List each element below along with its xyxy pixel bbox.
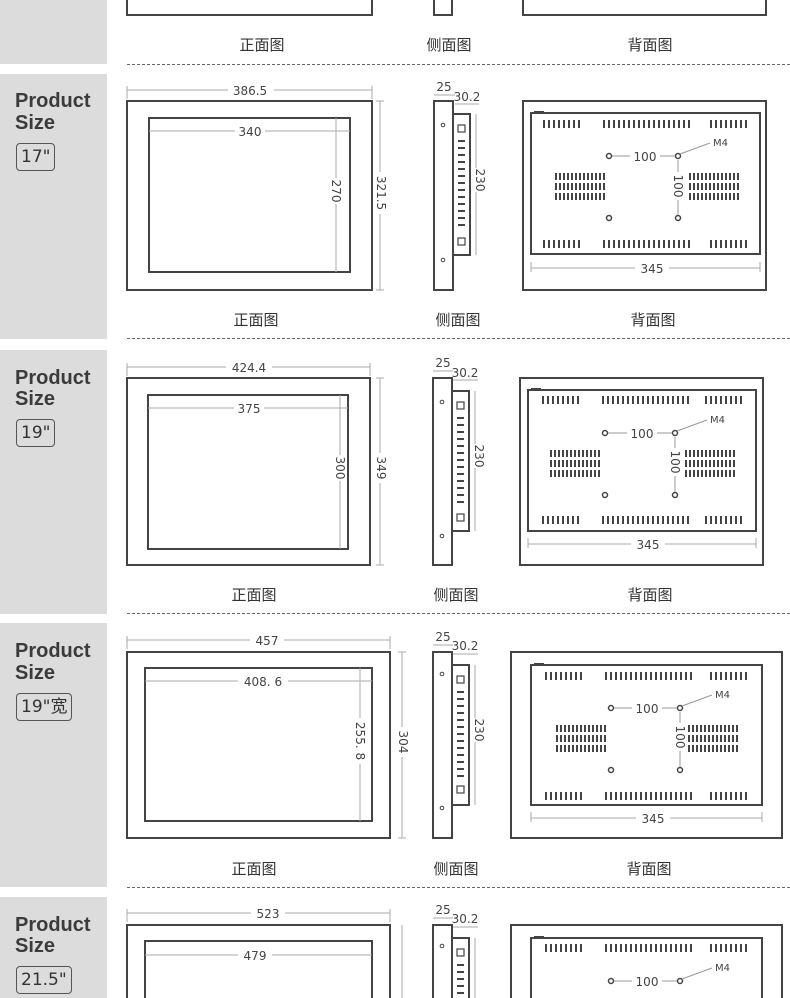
vesa-h-dim: 100 — [636, 975, 659, 989]
back-width-dim: 345 — [637, 538, 660, 552]
vesa-v-dim: 100 — [671, 175, 685, 198]
section-divider — [127, 64, 790, 65]
front-view-label: 正面图 — [231, 586, 277, 604]
sidebar-block-19wide — [0, 623, 107, 887]
vesa-h-dim: 100 — [636, 702, 659, 716]
sidebar-block-17 — [0, 74, 107, 339]
inner-width-dim: 479 — [244, 949, 267, 963]
product-title: Product — [15, 914, 91, 936]
outer-height-dim: 349 — [374, 457, 388, 480]
side-view-drawing: 25 30.2 — [432, 903, 479, 998]
product-title-size: Size — [15, 662, 56, 684]
depth-total-dim: 25 — [435, 356, 450, 370]
outer-height-dim: 321.5 — [374, 176, 388, 210]
inner-width-dim: 375 — [238, 402, 261, 416]
depth-body-dim: 30.2 — [454, 90, 481, 104]
screw-label: M4 — [715, 690, 730, 701]
size-badge: 19" — [16, 419, 56, 447]
front-view-drawing: 457 408. 6 255. 8 304 — [126, 632, 410, 839]
back-view-label: 背面图 — [627, 586, 673, 604]
back-view-drawing: 100 M4 100 345 — [522, 100, 767, 291]
port-span-dim: 230 — [473, 169, 487, 192]
screw-label: M4 — [713, 138, 728, 149]
side-view-label: 侧面图 — [433, 586, 479, 604]
side-view-drawing: 25 30.2 230 — [433, 80, 487, 291]
depth-body-dim: 30.2 — [452, 639, 479, 653]
back-width-dim: 345 — [642, 812, 665, 826]
product-title: Product — [15, 367, 91, 389]
depth-total-dim: 25 — [436, 80, 451, 94]
depth-body-dim: 30.2 — [452, 912, 479, 926]
section-divider — [127, 887, 790, 888]
inner-width-dim: 408. 6 — [244, 675, 282, 689]
back-view-label: 背面图 — [630, 311, 676, 329]
vesa-v-dim: 100 — [673, 726, 687, 749]
sidebar-block-21-5 — [0, 897, 107, 998]
screw-label: M4 — [715, 963, 730, 974]
drawing-section-19: 424.4 375 300 349 25 30.2 230 — [126, 356, 764, 566]
vesa-h-dim: 100 — [631, 427, 654, 441]
drawing-section-17: 386.5 340 270 321.5 25 30.2 — [126, 80, 767, 291]
vesa-v-dim: 100 — [668, 451, 682, 474]
back-view-drawing: 100 M4 100 345 — [519, 377, 764, 566]
drawing-section-21-5: 523 479 25 30.2 100 — [126, 903, 783, 998]
port-span-dim: 230 — [472, 445, 486, 468]
front-view-drawing: 424.4 375 300 349 — [126, 359, 388, 566]
sidebar-block-19 — [0, 350, 107, 614]
product-title-size: Size — [15, 935, 56, 957]
size-badge: 19"宽 — [16, 693, 73, 721]
outer-width-dim: 457 — [256, 634, 279, 648]
side-view-label: 侧面图 — [433, 860, 479, 878]
screw-label: M4 — [710, 415, 725, 426]
section-divider — [127, 613, 790, 614]
size-badge: 17" — [16, 143, 56, 171]
side-view-label: 侧面图 — [435, 311, 481, 329]
outer-width-dim: 523 — [257, 907, 280, 921]
side-view-drawing: 25 30.2 230 — [432, 356, 486, 566]
depth-total-dim: 25 — [435, 903, 450, 917]
outer-height-dim: 304 — [396, 731, 410, 754]
size-badge: 21.5" — [16, 966, 72, 994]
outer-width-dim: 424.4 — [232, 361, 266, 375]
section-divider — [127, 338, 790, 339]
side-view-drawing: 25 30.2 230 — [432, 630, 486, 839]
drawing-section-19wide: 457 408. 6 255. 8 304 25 30.2 — [126, 630, 783, 839]
back-view-drawing: 100 M4 — [510, 924, 783, 998]
depth-body-dim: 30.2 — [452, 366, 479, 380]
inner-width-dim: 340 — [239, 125, 262, 139]
product-title-size: Size — [15, 112, 56, 134]
front-view-label: 正面图 — [231, 860, 277, 878]
back-view-drawing: 100 M4 100 345 — [510, 651, 783, 839]
front-view-drawing: 523 479 — [126, 905, 403, 998]
top-partial-drawings — [126, 0, 767, 16]
vesa-h-dim: 100 — [634, 150, 657, 164]
front-view-label: 正面图 — [239, 36, 285, 54]
front-view-label: 正面图 — [233, 311, 279, 329]
back-view-label: 背面图 — [627, 36, 673, 54]
product-title-size: Size — [15, 388, 56, 410]
inner-height-dim: 255. 8 — [353, 722, 367, 760]
port-span-dim: 230 — [472, 719, 486, 742]
product-title: Product — [15, 640, 91, 662]
product-title: Product — [15, 90, 91, 112]
outer-width-dim: 386.5 — [233, 84, 267, 98]
inner-height-dim: 270 — [329, 180, 343, 203]
back-view-label: 背面图 — [626, 860, 672, 878]
front-view-drawing: 386.5 340 270 321.5 — [126, 82, 388, 291]
inner-height-dim: 300 — [333, 457, 347, 480]
side-view-label: 侧面图 — [426, 36, 472, 54]
back-width-dim: 345 — [641, 262, 664, 276]
depth-total-dim: 25 — [435, 630, 450, 644]
sidebar-block-top — [0, 0, 107, 64]
